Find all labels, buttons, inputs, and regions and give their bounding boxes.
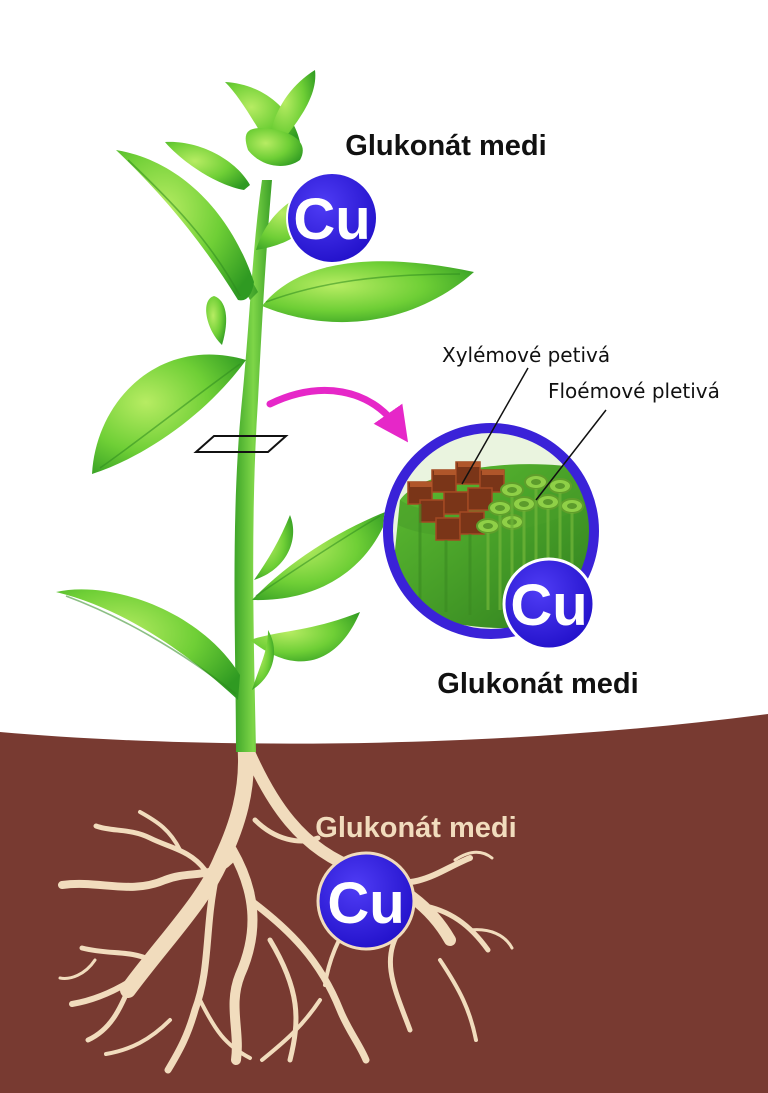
cu-symbol-mid: Cu	[510, 573, 587, 638]
label-top-compound: Glukonát medi	[345, 130, 546, 162]
cu-badge-soil: Cu	[316, 851, 416, 951]
section-marker	[193, 435, 289, 453]
magnifier-ring	[383, 423, 599, 639]
label-soil-compound: Glukonát medi	[315, 812, 516, 844]
xylem-leader-line	[461, 367, 529, 485]
label-mid-compound: Glukonát medi	[437, 668, 638, 700]
xylem-cells	[407, 461, 505, 541]
leaves	[56, 70, 474, 700]
leaf-veins	[65, 159, 461, 695]
cu-symbol-soil: Cu	[327, 871, 404, 936]
label-phloem: Floémové pletivá	[548, 379, 720, 403]
cu-badge-mid: Cu	[502, 557, 596, 651]
stem	[234, 180, 272, 752]
phloem-leader-line	[535, 409, 607, 501]
label-xylem: Xylémové petivá	[442, 343, 610, 367]
cu-badge-top: Cu	[286, 172, 378, 264]
zoom-arrow	[266, 387, 409, 443]
cu-symbol-top: Cu	[293, 187, 370, 252]
